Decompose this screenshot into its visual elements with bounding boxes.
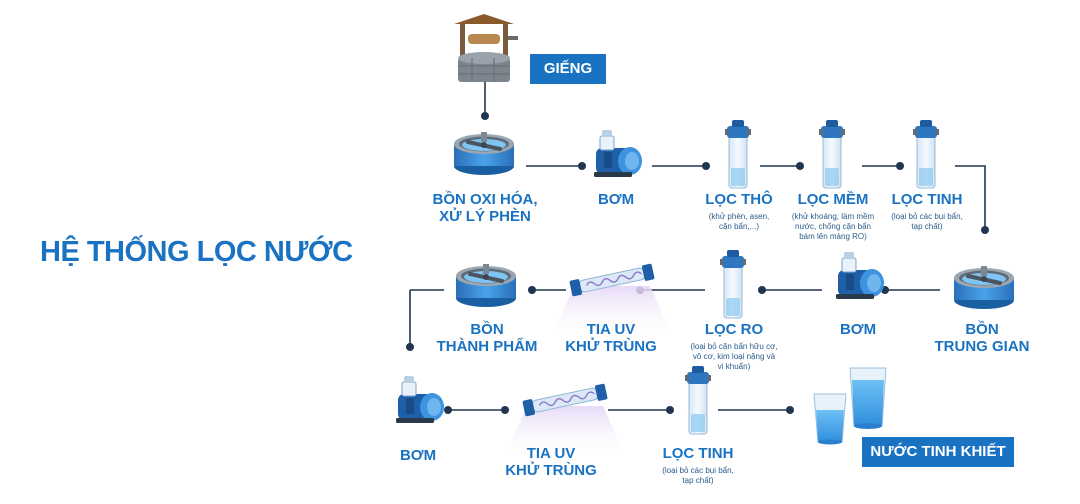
dot	[444, 406, 452, 414]
dot	[796, 162, 804, 170]
ro-filter-description: (loại bỏ cặn bẩn hữu cơ, vô cơ, kim loại…	[676, 342, 792, 372]
desc-line: (khử khoáng, làm mềm	[791, 212, 875, 221]
fine-filter-description: (loại bỏ các bụi bẩn, tạp chất)	[652, 466, 744, 486]
intermediate-tank-label: BỒN TRUNG GIAN	[920, 321, 1044, 356]
coarse-filter-icon	[724, 119, 752, 189]
glass-of-water-icon	[813, 393, 847, 445]
ro-filter-icon	[719, 249, 747, 319]
dot	[501, 406, 509, 414]
dot	[758, 286, 766, 294]
desc-line: tạp chất)	[682, 476, 714, 485]
product-tank-icon	[454, 262, 518, 309]
well-icon	[454, 14, 518, 82]
desc-line: nước, chống cặn bẩn	[795, 222, 871, 231]
pump-label: BƠM	[597, 191, 635, 208]
pump-icon	[835, 251, 885, 300]
intermediate-tank-icon	[952, 264, 1016, 311]
pump-icon	[395, 375, 445, 424]
dot	[981, 226, 989, 234]
desc-line: vi khuẩn)	[717, 362, 751, 371]
fine-filter-icon	[912, 119, 940, 189]
desc-line: bám lên màng RO)	[799, 232, 867, 241]
oxidation-tank-label: BỒN OXI HÓA, XỬ LÝ PHÈN	[410, 191, 560, 226]
desc-line: cặn bẩn,...)	[718, 222, 760, 231]
dot	[578, 162, 586, 170]
desc-line: vô cơ, kim loại nặng và	[692, 352, 776, 361]
fine-filter-label: LỌC TINH	[891, 191, 963, 208]
desc-line: (loại bỏ cặn bẩn hữu cơ,	[690, 342, 778, 351]
pump-icon	[593, 129, 643, 178]
softener-filter-label: LỌC MỀM	[797, 191, 869, 208]
desc-line: (khử phèn, asen,	[708, 212, 770, 221]
label-line: TIA UV	[526, 445, 576, 462]
label-line: KHỬ TRÙNG	[565, 337, 657, 355]
dot	[896, 162, 904, 170]
label-line: BỒN	[470, 321, 504, 338]
label-line: THÀNH PHẨM	[436, 337, 538, 355]
label-line: KHỬ TRÙNG	[505, 461, 597, 479]
fine-filter-icon	[684, 365, 712, 435]
softener-filter-icon	[818, 119, 846, 189]
ro-filter-label: LỌC RO	[704, 321, 764, 338]
uv-sterilizer-label: TIA UV KHỬ TRÙNG	[498, 445, 604, 480]
dot	[481, 112, 489, 120]
oxidation-tank-icon	[452, 130, 516, 177]
label-line: TRUNG GIAN	[934, 337, 1030, 355]
label-line: TIA UV	[586, 321, 636, 338]
pure-water-badge: NƯỚC TINH KHIẾT	[862, 437, 1014, 467]
dot	[406, 343, 414, 351]
label-line: BỒN	[965, 321, 999, 338]
label-line: BỒN OXI HÓA,	[432, 191, 538, 208]
product-tank-label: BỒN THÀNH PHẨM	[424, 321, 550, 356]
coarse-filter-description: (khử phèn, asen, cặn bẩn,...)	[693, 212, 785, 232]
fine-filter-label: LỌC TINH	[662, 445, 734, 462]
dot	[528, 286, 536, 294]
dot	[666, 406, 674, 414]
uv-sterilizer-label: TIA UV KHỬ TRÙNG	[558, 321, 664, 356]
connector-fine-to-right	[955, 165, 986, 230]
label-line: XỬ LÝ PHÈN	[439, 207, 531, 225]
desc-line: (loại bỏ các bụi bẩn,	[662, 466, 734, 475]
desc-line: tạp chất)	[911, 222, 943, 231]
desc-line: (loại bỏ các bụi bẩn,	[891, 212, 963, 221]
dot	[702, 162, 710, 170]
softener-filter-description: (khử khoáng, làm mềm nước, chống cặn bẩn…	[785, 212, 881, 242]
coarse-filter-label: LỌC THÔ	[705, 191, 773, 208]
glass-of-water-icon	[849, 367, 887, 429]
pump-label: BƠM	[399, 447, 437, 464]
dot	[786, 406, 794, 414]
connector-lines	[409, 82, 986, 411]
page-title: HỆ THỐNG LỌC NƯỚC	[40, 236, 353, 268]
pump-label: BƠM	[839, 321, 877, 338]
well-badge: GIẾNG	[530, 54, 606, 84]
fine-filter-description: (loại bỏ các bụi bẩn, tạp chất)	[882, 212, 972, 232]
